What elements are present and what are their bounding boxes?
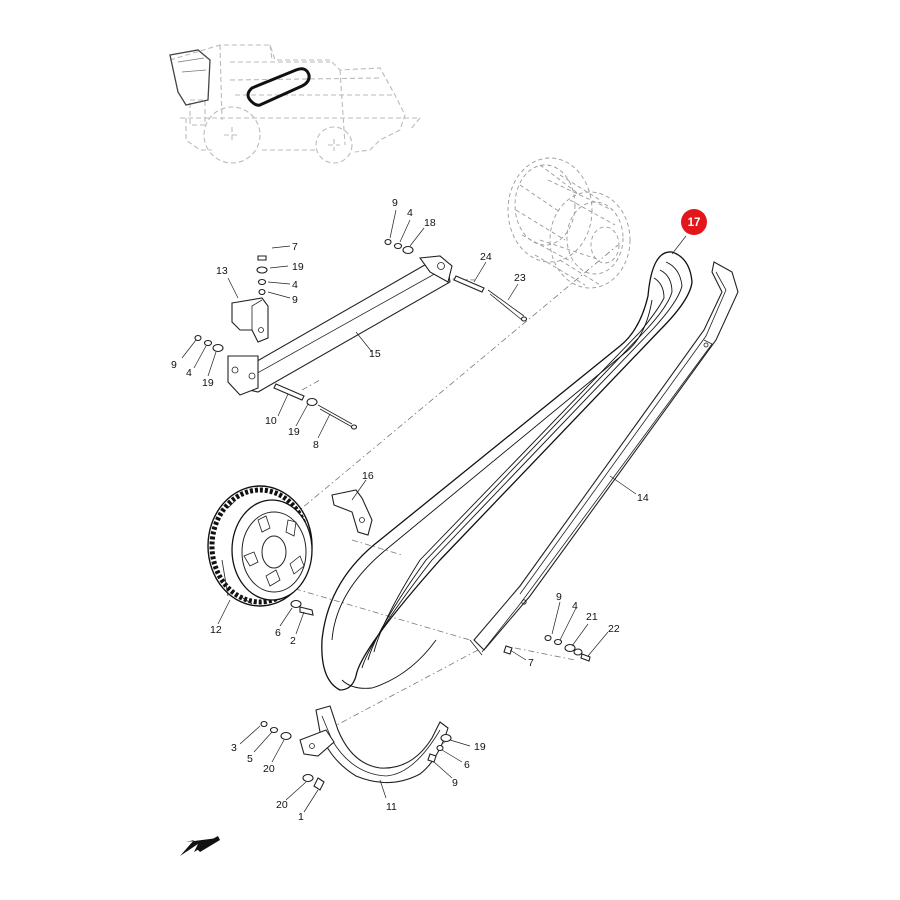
label-part-9[interactable]: 9 [556, 591, 562, 603]
arrow-down-left-icon [180, 836, 220, 856]
belt-guard-14 [469, 261, 739, 656]
label-part-7[interactable]: 7 [528, 657, 534, 669]
label-part-9[interactable]: 9 [292, 294, 298, 306]
part-labels: 7 19 4 9 13 9 4 18 24 23 9 4 19 15 10 19… [171, 197, 649, 823]
machine-overview [169, 44, 422, 164]
tensioner-pulley-12 [207, 485, 313, 607]
label-part-5[interactable]: 5 [247, 753, 253, 765]
label-part-16[interactable]: 16 [362, 470, 374, 482]
support-arm-15 [227, 255, 453, 396]
label-part-21[interactable]: 21 [586, 611, 598, 623]
label-part-1[interactable]: 1 [298, 811, 304, 823]
label-part-19[interactable]: 19 [474, 741, 486, 753]
label-part-14[interactable]: 14 [637, 492, 649, 504]
label-part-18[interactable]: 18 [424, 217, 436, 229]
bracket-13 [231, 297, 269, 343]
grain-tank [169, 49, 211, 106]
label-part-11[interactable]: 11 [386, 801, 397, 813]
label-part-9[interactable]: 9 [392, 197, 398, 209]
upper-pulley [507, 157, 631, 289]
label-part-4[interactable]: 4 [292, 279, 298, 291]
label-part-10[interactable]: 10 [265, 415, 277, 427]
label-part-12[interactable]: 12 [210, 624, 222, 636]
label-part-19[interactable]: 19 [288, 426, 300, 438]
drive-belt-location [246, 67, 311, 107]
highlight-callout-17[interactable]: 17 [681, 209, 707, 235]
bracket-16 [331, 489, 373, 536]
label-part-4[interactable]: 4 [572, 600, 578, 612]
fasteners [194, 238, 591, 791]
label-part-8[interactable]: 8 [313, 439, 319, 451]
label-part-4[interactable]: 4 [186, 367, 192, 379]
multi-v-belt-17 [321, 251, 693, 691]
label-part-20[interactable]: 20 [263, 763, 275, 775]
lower-guard-11 [299, 705, 449, 784]
label-part-19[interactable]: 19 [292, 261, 304, 273]
alignment-lines [239, 244, 619, 753]
label-part-2[interactable]: 2 [290, 635, 296, 647]
label-part-7[interactable]: 7 [292, 241, 298, 253]
leader-lines [181, 209, 687, 813]
label-part-9[interactable]: 9 [171, 359, 177, 371]
label-part-3[interactable]: 3 [231, 742, 237, 754]
label-part-20[interactable]: 20 [276, 799, 288, 811]
label-part-23[interactable]: 23 [514, 272, 526, 284]
highlight-callout-label: 17 [688, 217, 701, 229]
label-part-9[interactable]: 9 [452, 777, 458, 789]
label-part-22[interactable]: 22 [608, 623, 620, 635]
label-part-4[interactable]: 4 [407, 207, 413, 219]
label-part-6[interactable]: 6 [464, 759, 470, 771]
label-part-15[interactable]: 15 [369, 348, 381, 360]
label-part-24[interactable]: 24 [480, 251, 492, 263]
label-part-19[interactable]: 19 [202, 377, 214, 389]
label-part-6[interactable]: 6 [275, 627, 281, 639]
label-part-13[interactable]: 13 [216, 265, 228, 277]
